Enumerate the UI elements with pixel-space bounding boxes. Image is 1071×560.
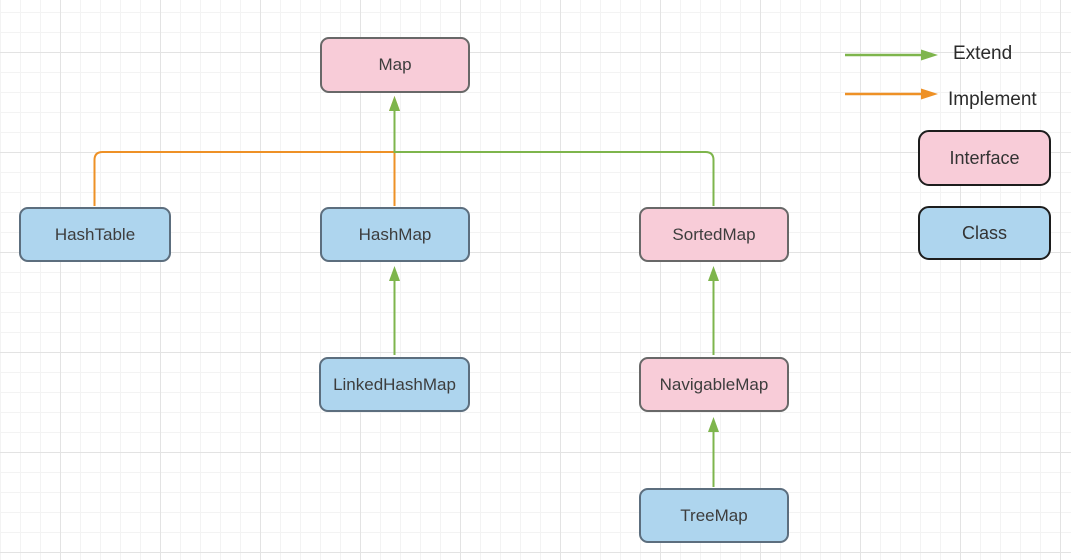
legend-interface-label: Interface [949,147,1020,168]
node-linkedhashmap[interactable]: LinkedHashMap [319,357,470,412]
node-treemap-label: TreeMap [680,505,748,525]
node-sortedmap[interactable]: SortedMap [639,207,789,262]
node-treemap[interactable]: TreeMap [639,488,789,543]
legend-interface-box: Interface [918,130,1051,186]
edge-linkedhashmap-hashmap-arrowhead [389,266,400,281]
node-sortedmap-label: SortedMap [672,224,756,244]
node-hashmap[interactable]: HashMap [320,207,470,262]
node-navigablemap[interactable]: NavigableMap [639,357,789,412]
node-navigablemap-label: NavigableMap [659,374,769,394]
node-hashtable-label: HashTable [54,224,136,244]
edge-navigablemap-sortedmap-arrowhead [708,266,719,281]
legend-implement-label: Implement [948,89,1037,110]
legend-class-label: Class [961,222,1007,243]
legend-implement-arrowhead [921,88,938,100]
node-linkedhashmap-label: LinkedHashMap [333,374,456,394]
edge-sortedmap-map-arrowhead [389,96,400,111]
node-hashtable[interactable]: HashTable [19,207,171,262]
legend-extend-arrowhead [921,49,938,61]
legend-class-box: Class [918,206,1051,260]
edge-hashtable-map [93,151,395,206]
node-hashmap-label: HashMap [358,224,432,244]
edge-treemap-navigablemap-arrowhead [708,417,719,432]
edge-sortedmap-map [393,110,715,206]
node-map[interactable]: Map [320,37,470,93]
node-map-label: Map [378,55,412,74]
legend-extend-label: Extend [953,43,1013,64]
